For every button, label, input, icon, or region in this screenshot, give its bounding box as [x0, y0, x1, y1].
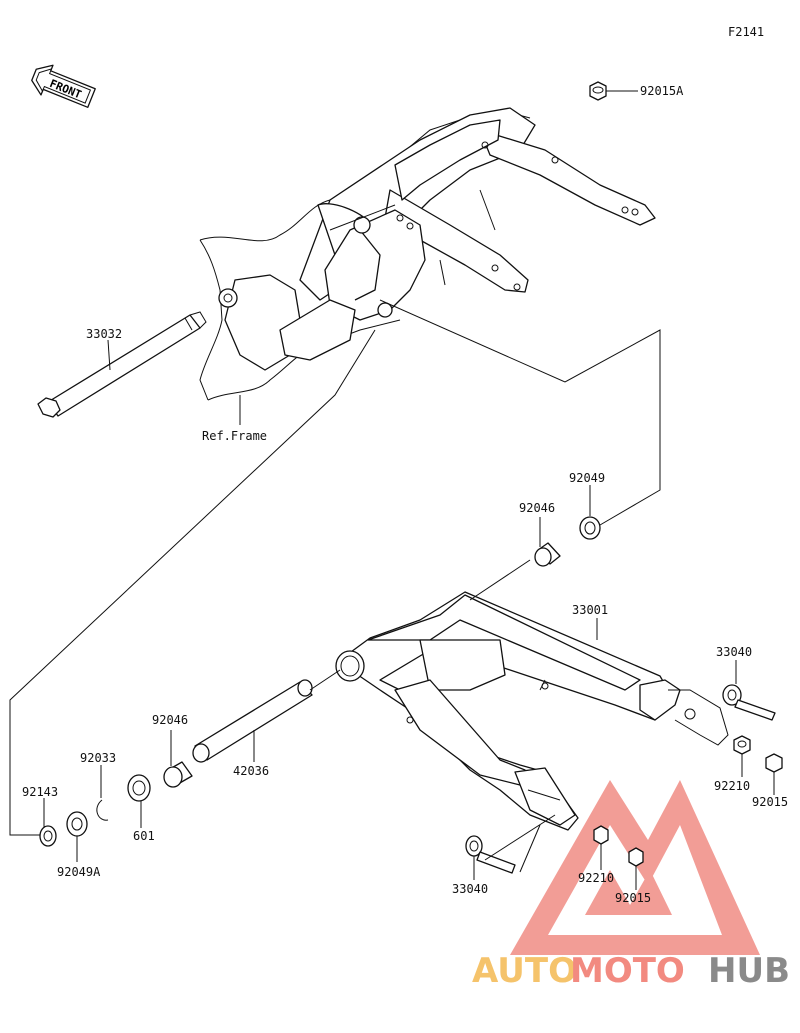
label-33001: 33001 — [572, 603, 608, 617]
front-arrow-icon: FRONT — [31, 64, 96, 108]
figure-code: F2141 — [728, 25, 764, 39]
label-92046-left: 92046 — [152, 713, 188, 727]
nut-92015A — [589, 81, 607, 101]
label-92143: 92143 — [22, 785, 58, 799]
watermark-hub: HUB — [708, 951, 790, 991]
label-92015-bottom: 92015 — [615, 891, 651, 905]
bearing-92046-top — [534, 542, 561, 567]
label-33040-bottom: 33040 — [452, 882, 488, 896]
adjuster-bolt-33040-right — [722, 684, 776, 721]
seal-92049A — [66, 811, 88, 837]
part-labels: 92015A 33032 Ref.Frame 92049 92046 33001… — [22, 84, 788, 905]
nut-92210-right — [733, 735, 751, 755]
adjuster-bolt-33040-bottom — [465, 835, 516, 874]
label-601: 601 — [133, 829, 155, 843]
frame-assembly — [199, 107, 656, 401]
label-leader-lines — [43, 90, 775, 890]
nut-92210-bottom — [593, 825, 609, 845]
circlip-92033 — [96, 799, 109, 821]
cap-92143 — [39, 825, 57, 847]
sleeve-42036 — [192, 679, 313, 763]
collar-92049 — [579, 516, 601, 540]
label-92210-right: 92210 — [714, 779, 750, 793]
ball-bearing-601 — [127, 774, 151, 802]
label-ref-frame: Ref.Frame — [202, 429, 267, 443]
pivot-shaft-33032 — [37, 311, 207, 418]
label-33032: 33032 — [86, 327, 122, 341]
label-92210-bottom: 92210 — [578, 871, 614, 885]
label-92046-top: 92046 — [519, 501, 555, 515]
label-33040-right: 33040 — [716, 645, 752, 659]
watermark-auto: AUTO — [472, 951, 577, 991]
watermark-logo-triangle — [510, 780, 760, 955]
label-92049: 92049 — [569, 471, 605, 485]
label-92049A: 92049A — [57, 865, 101, 879]
label-92015A: 92015A — [640, 84, 684, 98]
assembly-guide-lines — [9, 299, 661, 873]
label-92015-right: 92015 — [752, 795, 788, 809]
nut-92015-right — [765, 753, 783, 773]
watermark-logo-text: AUTO MOTO HUB — [472, 951, 790, 991]
nut-92015-bottom — [628, 847, 644, 867]
swingarm-33001 — [335, 591, 729, 831]
watermark-moto: MOTO — [570, 951, 685, 991]
label-42036: 42036 — [233, 764, 269, 778]
bearing-92046-left — [163, 761, 193, 788]
label-92033: 92033 — [80, 751, 116, 765]
